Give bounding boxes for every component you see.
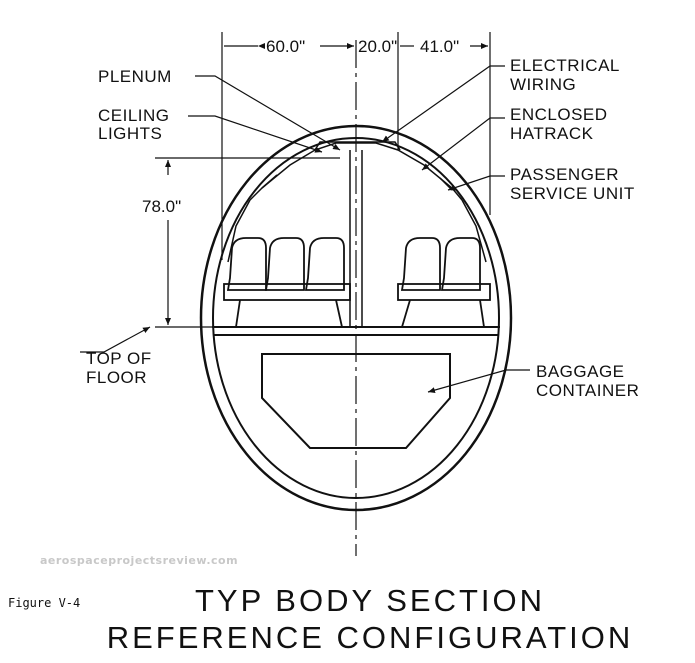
- electrical-wiring-label-2: WIRING: [510, 75, 576, 94]
- plenum-label: PLENUM: [98, 67, 172, 86]
- ceiling-lights-leader: [188, 115, 323, 153]
- ceiling-lights-label-2: LIGHTS: [98, 124, 162, 143]
- ceiling-lights-label-1: CEILING: [98, 106, 170, 125]
- cabin-height-dimension: 78.0": [142, 197, 181, 216]
- figure-title-line-1: TYP BODY SECTION: [194, 583, 546, 618]
- right-sidewall: [461, 199, 487, 263]
- figure-title-line-2: REFERENCE CONFIGURATION: [106, 620, 634, 655]
- enclosed-hatrack-label-2: HATRACK: [510, 124, 594, 143]
- baggage-container-label-2: CONTAINER: [536, 381, 639, 400]
- aisle-width-dimension: 20.0": [358, 37, 397, 56]
- right-width-dimension: 41.0": [420, 37, 459, 56]
- seat-cushion: [223, 283, 351, 301]
- seat: [264, 237, 305, 291]
- seat-leg: [401, 299, 411, 328]
- seat-leg: [335, 299, 343, 328]
- baggage-container-label-1: BAGGAGE: [536, 362, 625, 381]
- watermark: aerospaceprojectsreview.com: [40, 554, 239, 567]
- seat-leg: [235, 299, 241, 328]
- seat: [304, 237, 345, 291]
- baggage-container-leader: [427, 369, 530, 393]
- passenger-service-unit-label-1: PASSENGER: [510, 165, 619, 184]
- seat-leg: [479, 299, 485, 328]
- top-of-floor-leader: [80, 326, 151, 353]
- top-of-floor-label-1: TOP OF: [86, 349, 152, 368]
- hatrack-leader: [421, 117, 505, 171]
- seat-group-left: [223, 237, 351, 328]
- seat-group-right: [397, 237, 491, 328]
- seat: [440, 237, 481, 291]
- left-width-dimension: 60.0": [266, 37, 305, 56]
- plenum-leader: [195, 75, 341, 151]
- baggage-container-outline: [261, 353, 451, 449]
- figure-number: Figure V-4: [8, 596, 81, 610]
- enclosed-hatrack-label-1: ENCLOSED: [510, 105, 608, 124]
- psu-leader: [447, 175, 505, 191]
- top-of-floor-label-2: FLOOR: [86, 368, 147, 387]
- left-sidewall: [227, 199, 251, 263]
- electrical-wiring-label-1: ELECTRICAL: [510, 56, 620, 75]
- electrical-wiring-leader: [381, 65, 505, 143]
- seat: [226, 237, 267, 291]
- passenger-service-unit-label-2: SERVICE UNIT: [510, 184, 635, 203]
- left-hatrack-brace: [261, 174, 278, 189]
- seat-cushion: [397, 283, 491, 301]
- seat: [400, 237, 441, 291]
